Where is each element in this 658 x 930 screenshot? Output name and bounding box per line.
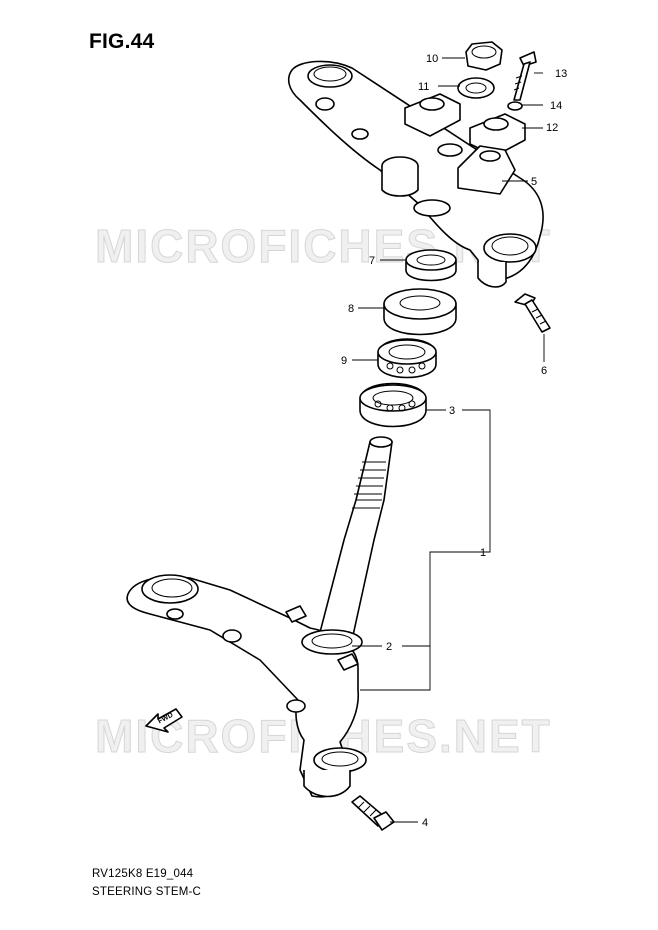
callout-10: 10: [426, 53, 438, 65]
bolt-4-part: [351, 795, 395, 831]
callout-9: 9: [341, 355, 347, 367]
washer-14-part: [507, 101, 523, 111]
callout-14: 14: [550, 100, 562, 112]
dust-seal-part: [383, 288, 457, 336]
diagram-code: RV125K8 E19_044: [92, 868, 194, 880]
callout-13: 13: [555, 68, 567, 80]
callout-6: 6: [541, 365, 547, 377]
callout-3: 3: [449, 405, 455, 417]
upper-bracket-part: [287, 60, 544, 288]
upper-clamp-part: [404, 93, 526, 195]
bolt-6-part: [514, 293, 551, 333]
callout-5: 5: [531, 176, 537, 188]
callout-labels: 10 11 13 14 12 5 7 8 9 3 6 1 2 4: [341, 53, 567, 829]
callout-4: 4: [422, 817, 428, 829]
steering-stem-part: [317, 436, 393, 641]
ring-nut-part: [405, 249, 457, 282]
bolt-13-part: [513, 51, 537, 101]
cap-nut-part: [465, 41, 503, 71]
washer-part: [457, 77, 495, 99]
callout-8: 8: [348, 303, 354, 315]
lower-bracket-part: [126, 574, 367, 798]
leader-lines: [352, 57, 545, 823]
bearing-lower-part: [359, 382, 427, 428]
callout-12: 12: [546, 122, 558, 134]
figure-title: FIG.44: [89, 30, 155, 53]
diagram-caption: STEERING STEM-C: [92, 886, 202, 898]
callout-7: 7: [369, 255, 375, 267]
callout-1: 1: [480, 547, 486, 559]
bearing-upper-part: [377, 338, 437, 379]
callout-11: 11: [418, 81, 429, 93]
callout-2: 2: [386, 641, 392, 653]
